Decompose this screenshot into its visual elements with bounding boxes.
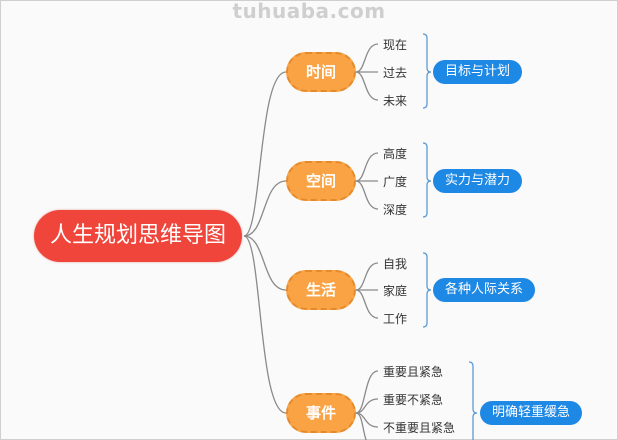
leaf-node[interactable]: 重要且紧急 [383, 365, 444, 379]
summary-node[interactable]: 明确轻重缓急 [480, 401, 583, 425]
leaf-node[interactable]: 不重要且紧急 [383, 421, 456, 435]
branch-node-life[interactable]: 生活 [286, 270, 356, 310]
leaf-node[interactable]: 深度 [383, 203, 408, 217]
root-node[interactable]: 人生规划思维导图 [34, 210, 242, 262]
watermark: tuhuaba.com [232, 0, 386, 23]
leaf-node[interactable]: 工作 [383, 312, 408, 326]
summary-node[interactable]: 各种人际关系 [433, 278, 536, 302]
leaf-node[interactable]: 自我 [383, 257, 408, 271]
branch-node-space[interactable]: 空间 [286, 161, 356, 201]
leaf-node[interactable]: 过去 [383, 66, 408, 80]
leaf-node[interactable]: 未来 [383, 94, 408, 108]
summary-node[interactable]: 目标与计划 [433, 60, 523, 84]
branch-node-time[interactable]: 时间 [286, 52, 356, 92]
leaf-node[interactable]: 重要不紧急 [383, 393, 444, 407]
leaf-node[interactable]: 广度 [383, 175, 408, 189]
branch-node-events[interactable]: 事件 [286, 393, 356, 433]
leaf-node[interactable]: 家庭 [383, 284, 408, 298]
leaf-node[interactable]: 现在 [383, 38, 408, 52]
summary-node[interactable]: 实力与潜力 [433, 169, 523, 193]
leaf-node[interactable]: 高度 [383, 147, 408, 161]
